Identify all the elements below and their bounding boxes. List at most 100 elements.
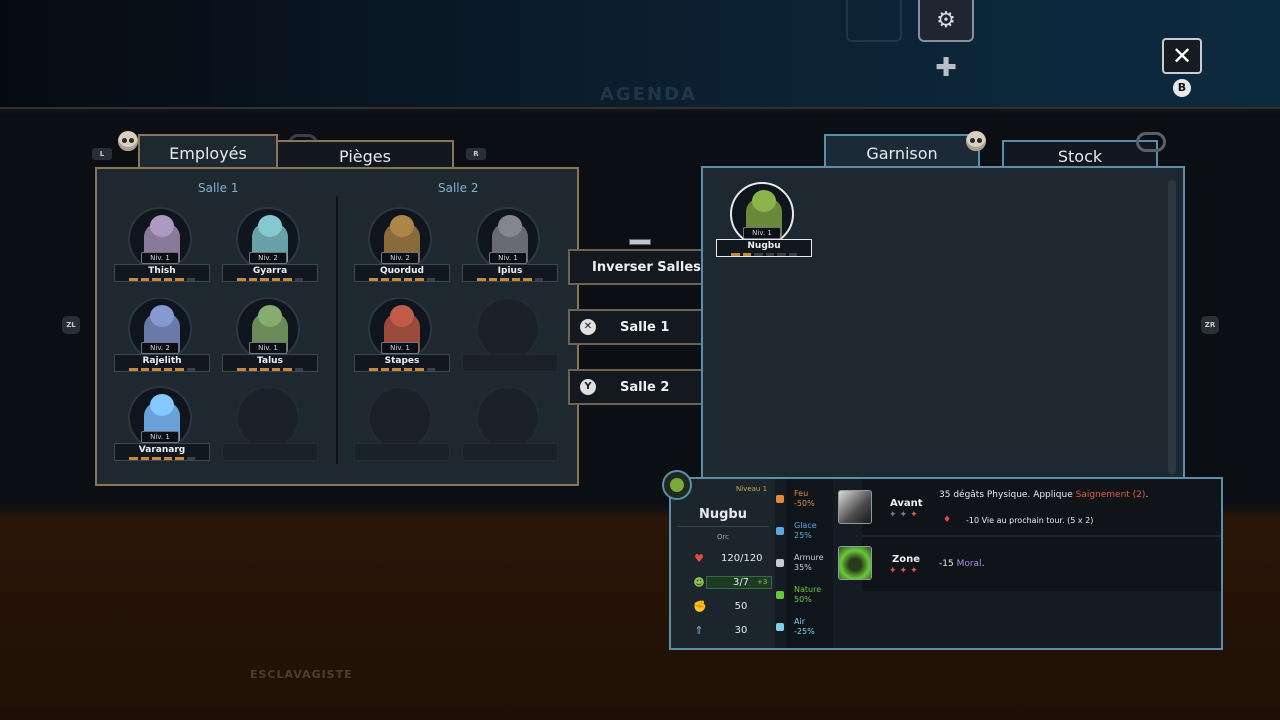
room-divider xyxy=(336,196,338,464)
empty-slot[interactable] xyxy=(222,386,318,464)
heart-icon: ♥ xyxy=(694,552,704,565)
employee-nameplate: Gyarra xyxy=(222,264,318,282)
employee-slot[interactable]: Niv. 2 Rajelith xyxy=(114,297,210,375)
employee-level: Niv. 2 xyxy=(141,342,179,354)
resist-name: Nature xyxy=(794,585,822,594)
top-divider xyxy=(0,107,1280,109)
garrison-scrollbar[interactable] xyxy=(1168,180,1176,474)
ability-2-range: ✦✦✦ xyxy=(889,566,921,576)
plus-icon[interactable]: ✚ xyxy=(935,53,957,83)
employee-slot[interactable]: Niv. 2 Gyarra xyxy=(222,207,318,285)
tab-pieges[interactable]: Pièges xyxy=(276,140,454,172)
resist-value: 50% xyxy=(794,595,812,604)
employee-slot[interactable]: Niv. 1 Varanarg xyxy=(114,386,210,464)
employee-pips xyxy=(129,278,195,281)
chain-icon-right xyxy=(1136,132,1166,152)
ability-1-desc: 35 dégâts Physique. Applique Saignement … xyxy=(939,490,1149,500)
close-icon: ✕ xyxy=(1171,42,1193,70)
hint-zl: ZL xyxy=(62,316,80,334)
employee-pips xyxy=(369,368,435,371)
morale-bonus: +3 xyxy=(757,578,768,586)
employee-portrait xyxy=(128,297,192,361)
close-button[interactable]: ✕ xyxy=(1162,38,1202,74)
empty-nameplate xyxy=(462,354,558,372)
ability-1-range: ✦✦✦ xyxy=(889,510,921,520)
employee-name: Talus xyxy=(257,356,283,366)
room2-label: Salle 2 xyxy=(620,380,670,395)
employee-slot[interactable]: Niv. 1 Stapes xyxy=(354,297,450,375)
ability-2-name: Zone xyxy=(892,554,921,565)
unit-resist-column xyxy=(786,479,833,648)
employee-slot[interactable]: Niv. 1 Ipius xyxy=(462,207,558,285)
garrison-level: Niv. 1 xyxy=(743,227,781,239)
agenda-ghost-title: AGENDA xyxy=(600,84,697,105)
empty-portrait xyxy=(476,297,540,361)
slash-ability-icon[interactable] xyxy=(838,490,872,524)
y-button-icon: Y xyxy=(580,379,596,395)
unit-name: Nugbu xyxy=(698,507,747,522)
portrait-head xyxy=(390,215,414,237)
ability-2-desc: -15 Moral. xyxy=(939,559,985,569)
resist-dot xyxy=(776,495,784,503)
empty-slot[interactable] xyxy=(354,386,450,464)
hp-value: 120/120 xyxy=(721,553,763,564)
speed-icon: ⇑ xyxy=(694,624,704,637)
speed-value: 30 xyxy=(734,625,748,636)
drag-handle[interactable] xyxy=(629,239,651,245)
unit-stats-column xyxy=(671,479,775,648)
garrison-nameplate: Nugbu xyxy=(716,239,812,257)
resist-value: -50% xyxy=(794,499,815,508)
resist-name: Feu xyxy=(794,489,809,498)
employee-pips xyxy=(237,368,303,371)
employee-slot[interactable]: Niv. 1 Talus xyxy=(222,297,318,375)
resist-item: Feu -50% xyxy=(794,489,815,509)
employee-level: Niv. 1 xyxy=(381,342,419,354)
x-button-icon: ✕ xyxy=(580,319,596,335)
empty-slot[interactable] xyxy=(462,386,558,464)
swap-rooms-button[interactable]: Inverser Salles xyxy=(568,249,712,285)
empty-slot[interactable] xyxy=(462,297,558,375)
portrait-head xyxy=(258,305,282,327)
garrison-name: Nugbu xyxy=(747,241,781,251)
tab-employes[interactable]: Employés xyxy=(138,134,278,170)
swap-rooms-label: Inverser Salles xyxy=(592,260,701,275)
ability-1-subeffect: -10 Vie au prochain tour. (5 x 2) xyxy=(966,516,1094,525)
portrait-head xyxy=(498,215,522,237)
stat-attack: ✊ 50 xyxy=(673,598,773,618)
employee-slot[interactable]: Niv. 1 Thish xyxy=(114,207,210,285)
employee-level: Niv. 2 xyxy=(249,252,287,264)
resist-name: Air xyxy=(794,617,805,626)
ability-1-name: Avant xyxy=(890,498,923,509)
top-bar xyxy=(0,0,1280,108)
unit-level: Niveau 1 xyxy=(736,485,768,493)
bleed-icon: ♦ xyxy=(943,515,952,525)
bottom-ghost-label: ESCLAVAGISTE xyxy=(250,668,353,681)
skull-icon-right xyxy=(966,131,986,151)
tab-garnison[interactable]: Garnison xyxy=(824,134,980,170)
stat-speed: ⇑ 30 xyxy=(673,622,773,642)
roar-ability-icon[interactable] xyxy=(838,546,872,580)
empty-portrait xyxy=(476,386,540,450)
hint-l: L xyxy=(92,148,112,160)
hint-r: R xyxy=(466,148,486,160)
room-title-2: Salle 2 xyxy=(438,181,479,195)
empty-nameplate xyxy=(354,443,450,461)
resist-name: Glace xyxy=(794,521,817,530)
settings-button[interactable]: ⚙ xyxy=(918,0,974,42)
helmet-icon xyxy=(846,0,902,42)
room1-button[interactable]: ✕ Salle 1 xyxy=(568,309,712,345)
room1-label: Salle 1 xyxy=(620,320,670,335)
morale-icon: ☻ xyxy=(693,576,705,589)
room2-button[interactable]: Y Salle 2 xyxy=(568,369,712,405)
portrait-head xyxy=(150,305,174,327)
employee-nameplate: Rajelith xyxy=(114,354,210,372)
employee-slot[interactable]: Niv. 2 Quordud xyxy=(354,207,450,285)
stat-hp: ♥ 120/120 xyxy=(673,550,773,570)
close-hint: B xyxy=(1173,79,1191,97)
garrison-slot[interactable]: Niv. 1 Nugbu xyxy=(716,182,812,260)
resist-dot xyxy=(776,623,784,631)
employee-name: Quordud xyxy=(380,266,424,276)
employee-nameplate: Ipius xyxy=(462,264,558,282)
employee-name: Thish xyxy=(148,266,176,276)
resist-value: 35% xyxy=(794,563,812,572)
